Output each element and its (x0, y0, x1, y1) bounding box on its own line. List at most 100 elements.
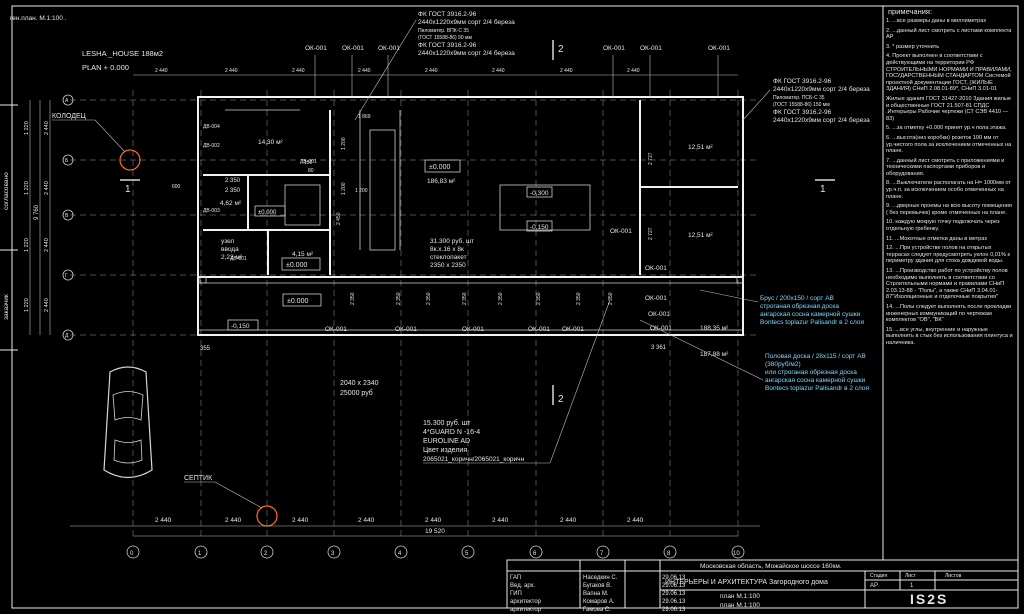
svg-text:4,15 м²: 4,15 м² (292, 251, 314, 258)
svg-text:ОК-001: ОК-001 (603, 45, 625, 52)
svg-text:29.06.13: 29.06.13 (662, 599, 686, 605)
note-item: 6. ...высота(низ коробки) розеток 100 мм… (886, 134, 1012, 155)
svg-text:2 350: 2 350 (462, 292, 468, 305)
window-marks-top: ОК-001 ОК-001 ОК-001 ОК-001 ОК-001 ОК-00… (305, 45, 730, 97)
building-walls (197, 96, 744, 336)
axis-bubbles-left: А Б В Г Д (62, 94, 74, 341)
septic-label: СЕПТИК (184, 475, 213, 482)
svg-text:7: 7 (600, 551, 604, 557)
svg-text:2440х1220х9мм сорт 2/4 березa: 2440х1220х9мм сорт 2/4 березa (773, 116, 870, 124)
svg-text:2 350: 2 350 (426, 292, 432, 305)
well-symbol (119, 149, 141, 171)
svg-text:ФК ГОСТ 3916.2-96: ФК ГОСТ 3916.2-96 (418, 11, 477, 18)
svg-text:или строганая обрезная доска: или строганая обрезная доска (765, 368, 857, 376)
project-title: ИНТЕРЬЕРЫ И АРХИТЕКТУРА Загородного дома (665, 579, 828, 586)
svg-text:(380руб/м2): (380руб/м2) (765, 360, 801, 368)
svg-text:ангарская сосна камерной сушки: ангарская сосна камерной сушки (765, 376, 866, 384)
site-features: КОЛОДЕЦ СЕПТИК (52, 113, 278, 527)
svg-text:Гамова С.: Гамова С. (583, 607, 611, 613)
svg-text:1 220: 1 220 (24, 298, 30, 312)
svg-text:ДВ-003: ДВ-003 (203, 208, 220, 214)
svg-text:(ГОСТ 15588-86) 90 мм: (ГОСТ 15588-86) 90 мм (418, 35, 472, 41)
svg-text:архитектор: архитектор (510, 607, 542, 613)
svg-text:2 450: 2 450 (336, 212, 342, 225)
svg-text:Вапна М.: Вапна М. (583, 591, 609, 597)
side-label-agreed: согласовано (3, 172, 10, 210)
svg-text:25000 руб: 25000 руб (340, 389, 373, 397)
svg-text:ДВ-004: ДВ-004 (203, 124, 220, 130)
svg-text:±0.000: ±0.000 (258, 210, 277, 216)
svg-text:узел: узел (221, 238, 235, 245)
svg-text:архитектор: архитектор (510, 599, 542, 605)
svg-text:±0.000: ±0.000 (286, 262, 307, 269)
svg-text:2 350: 2 350 (396, 292, 402, 305)
note-item: 9. ...дверные проемы на всю высоту помещ… (886, 203, 1012, 216)
note-item: 4. Проект выполнен в соответствии с дейс… (886, 53, 1012, 93)
svg-text:2440х1220х9мм сорт 2/4 березa: 2440х1220х9мм сорт 2/4 березa (418, 49, 515, 57)
svg-text:2 350: 2 350 (608, 292, 614, 305)
svg-text:2 440: 2 440 (627, 517, 644, 524)
notes-list: 1. ...все размеры даны в миллиметрах 2. … (886, 18, 1014, 558)
svg-text:2 440: 2 440 (225, 68, 238, 74)
svg-text:В: В (65, 213, 69, 219)
svg-text:1: 1 (820, 184, 826, 195)
svg-text:план М.1:100: план М.1:100 (720, 602, 760, 609)
svg-text:1: 1 (910, 583, 914, 589)
svg-text:2 440: 2 440 (627, 68, 640, 74)
svg-text:188,35 м²: 188,35 м² (700, 325, 729, 332)
svg-text:±0.000: ±0.000 (429, 164, 450, 171)
note-item: 13. ...Производство работ по устройству … (886, 268, 1008, 301)
svg-text:ОК-001: ОК-001 (648, 311, 670, 318)
svg-text:1: 1 (125, 184, 131, 195)
svg-text:ОК-001: ОК-001 (528, 326, 550, 333)
svg-text:2 350: 2 350 (576, 292, 582, 305)
note-item: 11. ...Мокотные отметки даны в метрах (886, 235, 988, 242)
svg-text:8к.х.16 х 8к: 8к.х.16 х 8к (430, 246, 464, 253)
svg-text:10: 10 (733, 551, 740, 557)
svg-text:Листов: Листов (945, 573, 962, 579)
note-item: 3. * размер уточнить (886, 43, 940, 50)
svg-text:ОК-001: ОК-001 (378, 45, 400, 52)
svg-text:600: 600 (172, 184, 181, 190)
svg-text:ОК-001: ОК-001 (645, 295, 667, 302)
svg-text:2 350: 2 350 (536, 292, 542, 305)
svg-text:Цвет изделия: Цвет изделия (423, 447, 467, 454)
svg-text:Пиломатер. ПСБ-С 35: Пиломатер. ПСБ-С 35 (773, 95, 825, 101)
right-material-callout: ФК ГОСТ 3916.2-96 2440х1220х9мм сорт 2/4… (742, 78, 870, 124)
svg-text:2 440: 2 440 (44, 298, 50, 312)
svg-text:ОК-001: ОК-001 (650, 325, 672, 332)
note-item: 1. ...все размеры даны в миллиметрах (886, 18, 987, 24)
svg-text:-0,150: -0,150 (231, 323, 250, 330)
note-item: 14. ...Полы следует выполнять после прок… (886, 303, 1012, 324)
svg-text:355: 355 (200, 346, 211, 352)
svg-text:ДВ-001: ДВ-001 (230, 256, 247, 262)
door-callout: 2040 х 2340 25000 руб (340, 380, 379, 397)
svg-text:2 440: 2 440 (560, 517, 577, 524)
svg-text:2 440: 2 440 (292, 68, 305, 74)
room-labels: ДВ-004 ДВ-002 ДВ-003 ДВ-001 ДВ-001 14,30… (203, 124, 729, 358)
window-product-callout: 15.300 руб. шт 4*GUARD N -16-4 EUROLINE … (423, 299, 611, 464)
svg-text:Г: Г (65, 273, 68, 279)
svg-text:2 727: 2 727 (648, 152, 654, 165)
top-material-callout: ФК ГОСТ 3916.2-96 2440х1220х9мм сорт 2/4… (354, 11, 515, 121)
svg-text:3 361: 3 361 (651, 345, 667, 351)
svg-text:1 200: 1 200 (341, 137, 347, 150)
svg-text:2065021_коричн/2065021_коричн: 2065021_коричн/2065021_коричн (423, 456, 525, 463)
svg-text:ОК-001: ОК-001 (325, 326, 347, 333)
svg-text:19 520: 19 520 (425, 528, 445, 535)
svg-text:ОК-001: ОК-001 (342, 45, 364, 52)
svg-text:1 869: 1 869 (358, 114, 371, 120)
brand-logo: IS2S (910, 591, 948, 607)
svg-text:(ГОСТ 15588-86) 150 мм: (ГОСТ 15588-86) 150 мм (773, 102, 830, 108)
note-item: 2. ...данный лист смотреть с листами ком… (886, 27, 1012, 41)
side-label-client: заказчик (3, 294, 10, 320)
svg-text:6: 6 (533, 551, 537, 557)
svg-text:ОК-001: ОК-001 (645, 265, 667, 272)
svg-text:ДВ-002: ДВ-002 (203, 143, 220, 149)
svg-text:Вед. арх.: Вед. арх. (510, 583, 536, 589)
svg-text:Bontecs toplazur Palisandr в: Bontecs toplazur Palisandr в 2 слоя (760, 319, 865, 326)
svg-text:ГИП: ГИП (510, 591, 522, 597)
svg-text:2 440: 2 440 (425, 68, 438, 74)
svg-text:4,62 м²: 4,62 м² (220, 200, 242, 207)
svg-text:186,83 м²: 186,83 м² (427, 178, 456, 185)
